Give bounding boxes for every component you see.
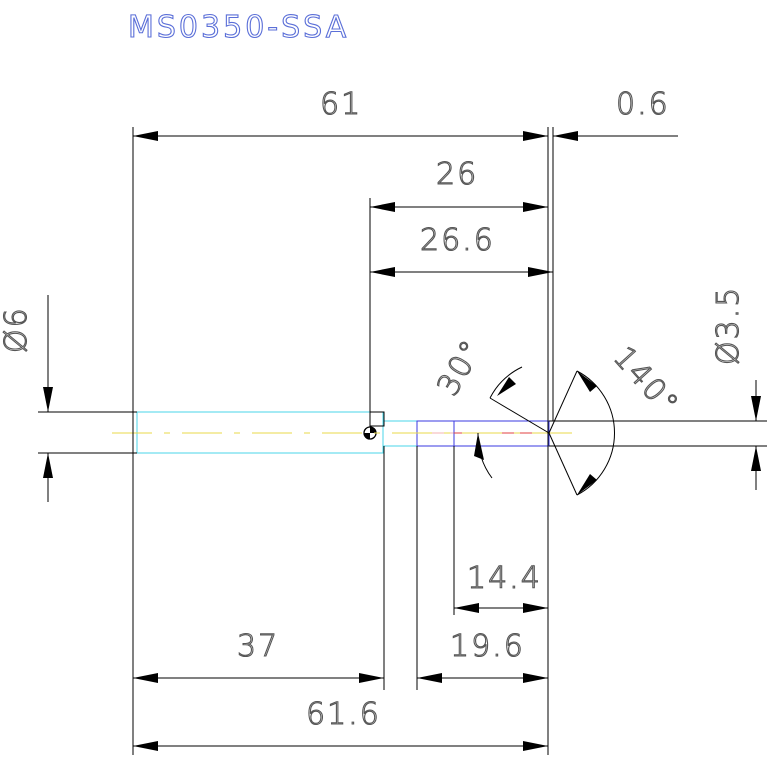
dim-angle-140: 140° <box>606 340 686 423</box>
dim-37: 37 <box>237 629 279 664</box>
dim-dia-6: Ø6 <box>0 306 34 353</box>
dim-14-4: 14.4 <box>467 561 542 596</box>
dim-dia-3-5: Ø3.5 <box>711 286 746 365</box>
dim-19-6: 19.6 <box>450 629 525 664</box>
dim-26: 26 <box>436 157 478 192</box>
dim-26-6: 26.6 <box>420 223 495 258</box>
dimension-lines <box>43 131 761 751</box>
dimension-labels: 61 0.6 26 26.6 Ø6 Ø3.5 30° 140° 14.4 37 … <box>0 86 747 732</box>
shoulder-outline <box>369 411 385 427</box>
angle-dimensions <box>474 366 616 496</box>
tool-body <box>112 411 575 454</box>
dim-61-6: 61.6 <box>306 697 381 732</box>
dim-61: 61 <box>320 87 362 122</box>
extension-lines <box>38 127 767 755</box>
dim-angle-30: 30° <box>431 333 491 402</box>
drawing-title: MS0350-SSA <box>128 10 349 45</box>
dim-0-6: 0.6 <box>616 87 670 122</box>
